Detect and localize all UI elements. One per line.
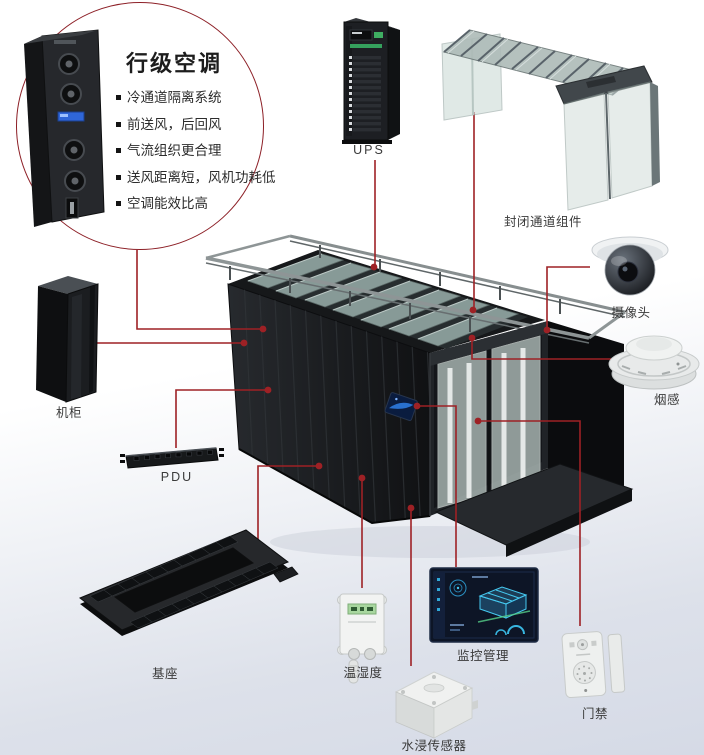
bullet-item: 冷通道隔离系统 <box>116 88 276 108</box>
bullet-square-icon <box>116 148 121 153</box>
bullet-list: 冷通道隔离系统前送风，后回风气流组织更合理送风距离短，风机功耗低空调能效比高 <box>116 88 276 221</box>
end-door-section <box>429 321 548 516</box>
label-temp-humidity: 温湿度 <box>343 666 383 680</box>
aisle-kit-image <box>436 14 698 216</box>
base-slats <box>89 535 279 629</box>
container-lcd-display <box>384 392 418 421</box>
row-ac-image <box>12 26 112 231</box>
rack-image <box>32 272 102 406</box>
bullet-text: 空调能效比高 <box>127 196 208 211</box>
access-control-image <box>558 624 634 710</box>
connector-dots <box>240 263 551 512</box>
label-aisle-kit: 封闭通道组件 <box>503 215 583 229</box>
bullet-square-icon <box>116 95 121 100</box>
pdu-image <box>118 444 228 474</box>
bullet-text: 冷通道隔离系统 <box>127 90 222 105</box>
label-rack: 机柜 <box>55 406 83 420</box>
label-smoke: 烟感 <box>653 393 681 407</box>
bullet-square-icon <box>116 201 121 206</box>
roof-skylight-panels <box>246 253 520 347</box>
roof-rail-far <box>289 234 626 318</box>
bullet-item: 空调能效比高 <box>116 194 276 214</box>
monitoring-screen-image <box>428 566 542 646</box>
label-access: 门禁 <box>581 707 609 721</box>
bullet-text: 气流组织更合理 <box>127 143 222 158</box>
ac-callout-title: 行级空调 <box>126 51 223 76</box>
roof-skylight-area <box>248 254 528 349</box>
label-pdu: PDU <box>160 470 194 484</box>
label-base: 基座 <box>151 667 179 681</box>
base-frame-image <box>68 522 300 667</box>
panel-seams <box>243 284 430 523</box>
bullet-square-icon <box>116 121 121 127</box>
bullet-text: 送风距离短，风机功耗低 <box>127 169 276 185</box>
roof-rail-near <box>205 234 626 345</box>
label-water-sensor: 水浸传感器 <box>401 739 467 753</box>
bullet-item: 送风距离短，风机功耗低 <box>116 168 276 188</box>
plinth <box>434 463 634 557</box>
label-camera: 摄像头 <box>611 306 651 320</box>
camera-image <box>588 234 672 304</box>
skylight-highlights <box>247 253 498 340</box>
ac-callout-circle <box>16 2 264 250</box>
ground-shadow <box>270 526 590 558</box>
label-monitoring: 监控管理 <box>456 649 510 663</box>
bullet-item: 前送风，后回风 <box>116 115 276 135</box>
bullet-text: 前送风，后回风 <box>127 116 222 132</box>
label-ups: UPS <box>353 143 385 157</box>
ups-image <box>336 14 406 146</box>
temp-humidity-sensor-image <box>332 588 392 686</box>
water-sensor-image <box>388 662 480 744</box>
bullet-item: 气流组织更合理 <box>116 141 276 161</box>
bullet-square-icon <box>116 174 121 180</box>
smoke-detector-image <box>604 326 704 398</box>
